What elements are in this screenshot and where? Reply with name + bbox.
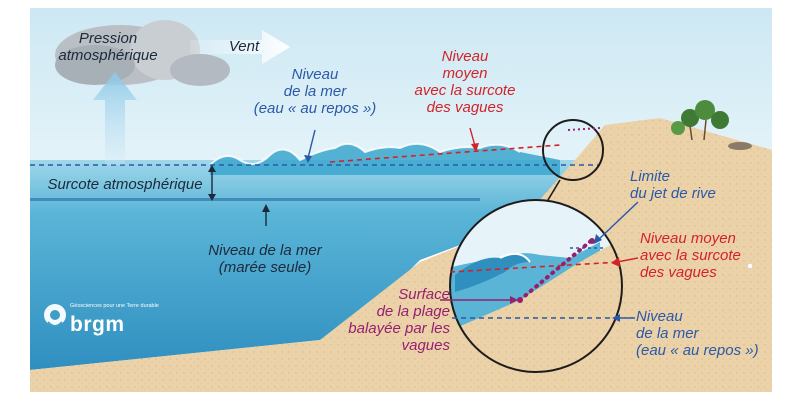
brgm-logo	[44, 304, 66, 327]
label-niveau-maree: Niveau de la mer (marée seule)	[190, 242, 340, 276]
logo-name: brgm	[70, 313, 125, 336]
label-limite-jet-line1: Limite	[630, 168, 671, 185]
label-pression: Pression atmosphérique	[58, 30, 158, 64]
small-swash	[567, 127, 601, 131]
label-niveau-repos-right-line2: de la mer	[636, 325, 699, 342]
label-pression-line2: atmosphérique	[58, 47, 158, 64]
label-niveau-moyen-top: Niveau moyen avec la surcote des vagues	[400, 48, 530, 116]
trees	[671, 100, 752, 150]
wave-setup-line	[329, 144, 561, 163]
label-niveau-maree-line1: Niveau de la mer	[208, 242, 322, 259]
label-niveau-moyen-top-line4: des vagues	[426, 99, 504, 116]
label-vent: Vent	[228, 38, 260, 55]
label-niveau-moyen-right-line3: des vagues	[640, 264, 717, 281]
pressure-arrow	[93, 72, 137, 165]
label-surface-plage: Surface de la plage balayée par les vagu…	[300, 286, 450, 354]
waves	[210, 143, 560, 175]
label-surcote-atmo: Surcote atmosphérique	[47, 176, 203, 193]
label-niveau-moyen-right: Niveau moyen avec la surcote des vagues	[640, 230, 780, 281]
label-niveau-moyen-top-line2: moyen	[442, 65, 488, 82]
zoom-source-circle	[542, 119, 604, 181]
label-niveau-repos-right-line3: (eau « au repos »)	[636, 342, 759, 359]
label-niveau-moyen-top-line3: avec la surcote	[414, 82, 516, 99]
label-niveau-repos-right: Niveau de la mer (eau « au repos »)	[636, 308, 786, 359]
label-niveau-repos-top: Niveau de la mer (eau « au repos »)	[230, 66, 400, 117]
pointer-arrows	[262, 127, 479, 226]
zoom-circle	[449, 199, 623, 373]
label-niveau-repos-right-line1: Niveau	[636, 308, 683, 325]
logo-tagline: Géosciences pour une Terre durable	[70, 303, 159, 309]
label-limite-jet-line2: du jet de rive	[630, 185, 716, 202]
label-niveau-moyen-top-line1: Niveau	[441, 48, 489, 65]
tide-line-strip	[30, 198, 480, 201]
label-niveau-moyen-right-line2: avec la surcote	[640, 247, 741, 264]
label-pression-line1: Pression	[78, 30, 138, 47]
dot-marker	[747, 263, 753, 269]
cloud	[55, 20, 230, 86]
surcote-bracket	[208, 165, 216, 201]
label-niveau-repos-top-line2: de la mer	[283, 83, 347, 100]
label-niveau-maree-line2: (marée seule)	[218, 259, 312, 276]
label-niveau-moyen-right-line1: Niveau moyen	[640, 230, 736, 247]
label-limite-jet: Limite du jet de rive	[630, 168, 720, 202]
wave-foam	[209, 142, 521, 166]
right-pointers	[440, 201, 639, 322]
label-niveau-repos-top-line3: (eau « au repos »)	[253, 100, 377, 117]
wind-arrow	[190, 30, 290, 64]
label-surface-plage-line1: Surface	[398, 286, 450, 303]
label-niveau-repos-top-line1: Niveau	[291, 66, 339, 83]
label-surface-plage-line2: de la plage	[376, 303, 450, 320]
sea	[30, 160, 600, 370]
label-surface-plage-line3: balayée par les vagues	[348, 320, 450, 354]
